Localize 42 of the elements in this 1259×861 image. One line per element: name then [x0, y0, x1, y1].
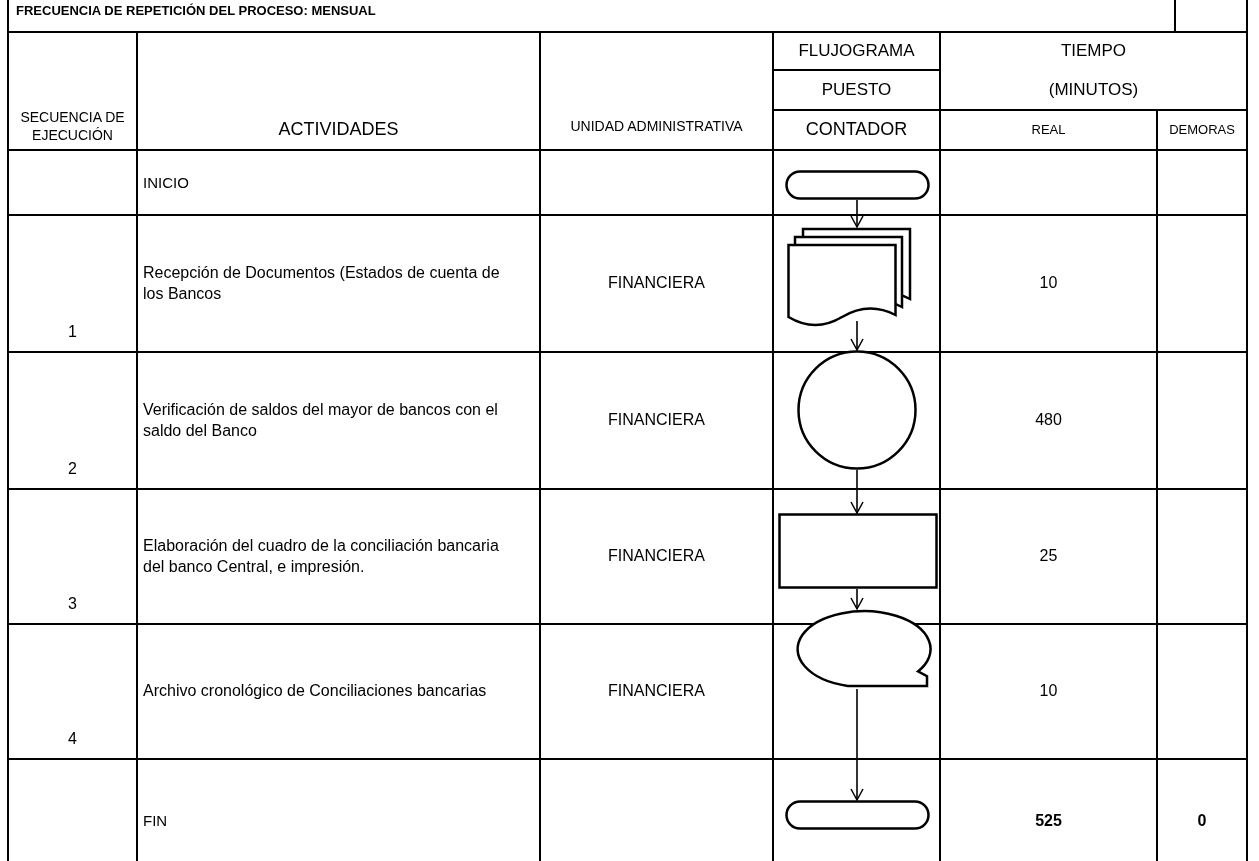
arrow — [850, 320, 864, 351]
step-number: 4 — [68, 728, 77, 749]
multi-document-shape — [787, 227, 912, 327]
column-header: UNIDAD ADMINISTRATIVA — [570, 116, 743, 136]
unit-text: FINANCIERA — [608, 410, 705, 431]
column-header: ACTIVIDADES — [278, 118, 399, 142]
activity-text: Elaboración del cuadro de la conciliación bancaria del banco Central, e impresión. — [143, 535, 500, 577]
step-number: 1 — [68, 321, 77, 342]
column-header: SECUENCIA DE EJECUCIÓN — [19, 107, 126, 145]
total-value: 0 — [1197, 810, 1207, 831]
time-value: 480 — [1035, 410, 1062, 431]
arrow — [850, 688, 864, 801]
time-value: 25 — [1039, 546, 1058, 567]
column-header: DEMORAS — [1169, 121, 1235, 139]
unit-text: FINANCIERA — [608, 273, 705, 294]
activity-text: Verificación de saldos del mayor de bancos con el saldo del Banco — [143, 399, 499, 441]
time-value: 10 — [1039, 273, 1058, 294]
arrow — [850, 588, 864, 610]
arrow — [850, 199, 864, 228]
activity-text: INICIO — [143, 172, 189, 193]
step-number: 3 — [68, 593, 77, 614]
column-header: CONTADOR — [805, 118, 908, 142]
unit-text: FINANCIERA — [608, 681, 705, 702]
activity-text: FIN — [143, 811, 168, 831]
terminator-shape — [785, 800, 930, 830]
storage-shape — [793, 609, 930, 689]
step-number: 2 — [68, 458, 77, 479]
process-box — [778, 513, 938, 589]
column-header: PUESTO — [821, 78, 892, 101]
time-value: 10 — [1039, 681, 1058, 702]
column-header: REAL — [1031, 121, 1066, 139]
column-header: TIEMPO — [1060, 39, 1127, 62]
column-header: (MINUTOS) — [1048, 78, 1139, 101]
unit-text: FINANCIERA — [608, 546, 705, 567]
process-circle — [797, 350, 917, 470]
title-text: FRECUENCIA DE REPETICIÓN DEL PROCESO: MENSUAL — [16, 2, 376, 20]
arrow — [850, 469, 864, 514]
activity-text: Recepción de Documentos (Estados de cuenta de los Bancos — [143, 262, 501, 304]
total-value: 525 — [1035, 810, 1062, 831]
terminator-shape — [785, 170, 930, 200]
activity-text: Archivo cronológico de Conciliaciones bancarias — [143, 681, 487, 702]
column-header: FLUJOGRAMA — [798, 39, 915, 62]
